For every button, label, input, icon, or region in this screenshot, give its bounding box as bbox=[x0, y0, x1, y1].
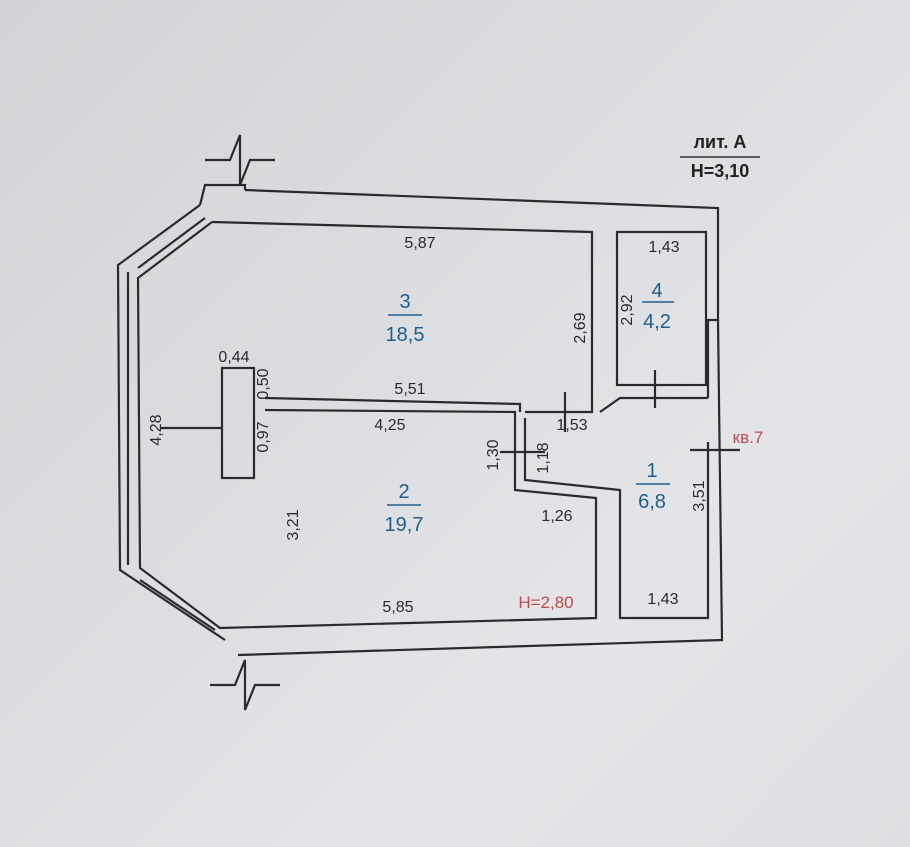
room-height-label: H=2,80 bbox=[518, 593, 573, 612]
building-letter: лит. А bbox=[694, 132, 747, 152]
room-3-area: 18,5 bbox=[386, 324, 425, 346]
dim-r4-left: 2,92 bbox=[619, 294, 636, 325]
pillar bbox=[220, 366, 256, 480]
walls bbox=[116, 134, 760, 711]
dim-r3-right: 2,69 bbox=[572, 312, 589, 343]
dim-r2-bottom: 5,85 bbox=[382, 599, 413, 616]
dim-pillar-b: 0,97 bbox=[255, 421, 272, 452]
room-4-area: 4,2 bbox=[643, 311, 671, 333]
dim-door-130: 1,30 bbox=[485, 439, 502, 470]
dim-r1-bottom: 1,43 bbox=[647, 591, 678, 608]
room-3-number: 3 bbox=[399, 291, 410, 313]
room-4-number: 4 bbox=[651, 280, 662, 302]
dim-door-118: 1,18 bbox=[535, 442, 552, 473]
building-height: H=3,10 bbox=[691, 161, 750, 181]
dim-left-wall: 4,28 bbox=[148, 414, 165, 445]
dim-pillar-width: 0,44 bbox=[218, 349, 249, 366]
dim-hall-153: 1,53 bbox=[556, 417, 587, 434]
room-1-number: 1 bbox=[646, 460, 657, 482]
break-mark-top bbox=[205, 134, 275, 186]
room-1-area: 6,8 bbox=[638, 491, 666, 513]
dim-pillar-a: 0,50 bbox=[255, 368, 272, 399]
room-2-area: 19,7 bbox=[385, 514, 424, 536]
dim-r2-top: 4,25 bbox=[374, 417, 405, 434]
dim-r1-right: 3,51 bbox=[691, 480, 708, 511]
dim-r4-top: 1,43 bbox=[648, 239, 679, 256]
room-4-outline bbox=[615, 230, 708, 387]
dim-r2-step: 1,26 bbox=[541, 508, 572, 525]
apartment-label: кв.7 bbox=[733, 428, 764, 447]
dim-r3-top: 5,87 bbox=[404, 235, 435, 252]
break-mark-bottom bbox=[210, 659, 280, 711]
dim-r3-bottom: 5,51 bbox=[394, 381, 425, 398]
dim-r2-left: 3,21 bbox=[285, 509, 302, 540]
room-2-number: 2 bbox=[398, 481, 409, 503]
